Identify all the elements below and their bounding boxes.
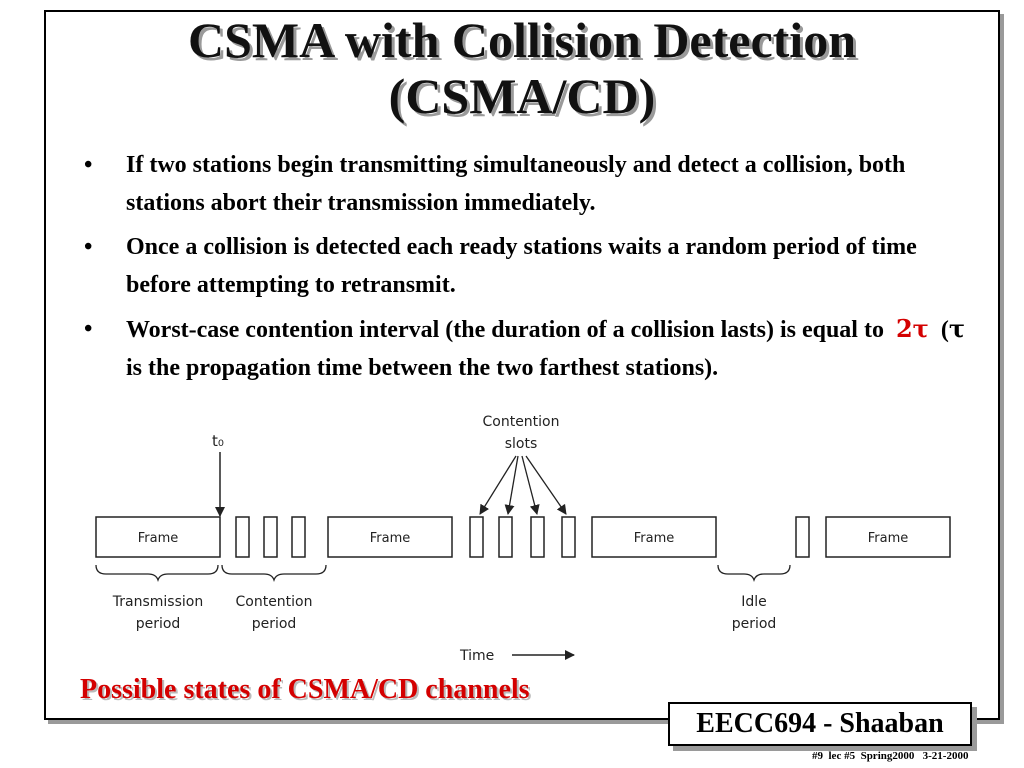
slide-title: CSMA with Collision Detection (CSMA/CD): [44, 12, 1000, 124]
contention-slots-label-line2: slots: [505, 436, 538, 452]
contention-period-label-line2: period: [252, 616, 297, 632]
frame-box: [825, 516, 951, 558]
frame-box: [95, 516, 221, 558]
slot-arrow: [504, 455, 519, 515]
bullet-item: • If two stations begin transmitting sim…: [84, 146, 974, 222]
frame-box: [591, 516, 717, 558]
bullet-text: If two stations begin transmitting simul…: [126, 152, 906, 216]
contention-slot: [291, 516, 306, 558]
bullet-text: Once a collision is detected each ready …: [126, 234, 917, 298]
course-badge: EECC694 - Shaaban: [668, 702, 972, 746]
contention-period-label-line1: Contention: [235, 594, 312, 610]
figure-caption: Possible states of CSMA/CD channels: [80, 674, 530, 705]
idle-period-label-line2: period: [732, 616, 777, 632]
contention-slot: [561, 516, 576, 558]
idle-period-brace: [717, 564, 791, 583]
t0-label: t₀: [212, 432, 224, 450]
transmission-period-label-line2: period: [136, 616, 181, 632]
title-line-1: CSMA with Collision Detection: [187, 12, 857, 68]
frame-box: [327, 516, 453, 558]
transmission-period-brace: [95, 564, 219, 583]
csma-cd-channel-diagram: t₀ Contention slots Frame Frame Frame Fr…: [80, 408, 960, 668]
tau-symbol: τ: [948, 314, 965, 343]
slot-arrow: [525, 455, 567, 515]
bullet-text-b: (: [940, 317, 949, 343]
bullet-item: • Once a collision is detected each read…: [84, 228, 974, 304]
title-line-2: (CSMA/CD): [388, 68, 656, 124]
idle-period-label-line1: Idle: [741, 594, 767, 610]
contention-slot: [469, 516, 484, 558]
frame-label: Frame: [138, 531, 179, 546]
frame-label: Frame: [634, 531, 675, 546]
bullet-glyph: •: [84, 152, 93, 178]
contention-slots-label-line1: Contention: [482, 414, 559, 430]
contention-slot: [530, 516, 545, 558]
contention-slot: [795, 516, 810, 558]
bullet-text-c: is the propagation time between the two …: [126, 355, 719, 381]
contention-slot: [235, 516, 250, 558]
bullet-list: • If two stations begin transmitting sim…: [84, 146, 974, 393]
bullet-glyph: •: [84, 316, 93, 342]
contention-slot: [498, 516, 513, 558]
transmission-period-label-line1: Transmission: [112, 594, 203, 610]
frame-label: Frame: [370, 531, 411, 546]
slide-footer: #9 lec #5 Spring2000 3-21-2000: [812, 750, 969, 762]
slot-arrow: [479, 455, 517, 515]
bullet-text-a: Worst-case contention interval (the dura…: [126, 317, 884, 343]
contention-period-brace: [221, 564, 327, 583]
bullet-item: • Worst-case contention interval (the du…: [84, 310, 974, 387]
bullet-glyph: •: [84, 234, 93, 260]
frame-label: Frame: [868, 531, 909, 546]
slot-arrow: [521, 455, 540, 515]
time-label: Time: [459, 648, 494, 664]
diagram-background: [80, 408, 960, 668]
contention-slot: [263, 516, 278, 558]
two-tau-highlight: 2τ: [895, 314, 929, 343]
